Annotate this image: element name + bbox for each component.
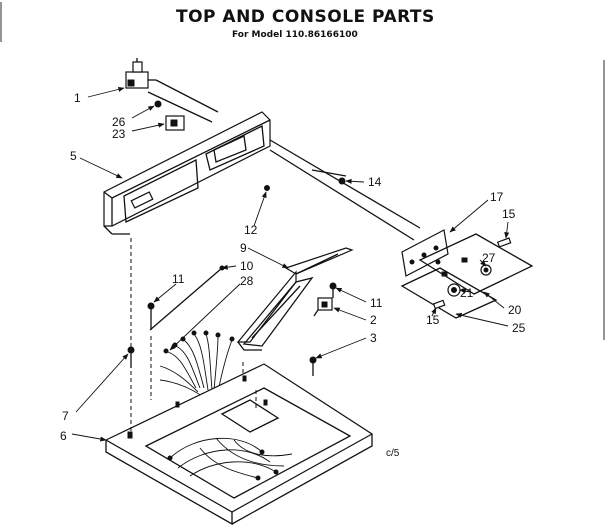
part-26-screw — [154, 100, 162, 108]
label-part-3: 3 — [370, 331, 377, 345]
model-subtitle: For Model 110.86166100 — [232, 30, 358, 40]
part-9-door — [236, 247, 354, 351]
part-17-bracket — [401, 229, 449, 277]
label-part-15-upper: 15 — [502, 207, 516, 221]
rear-rail — [147, 79, 421, 241]
corner-note: c/5 — [386, 448, 400, 459]
part-14-screw — [338, 177, 346, 185]
leader-lines — [71, 86, 510, 442]
diagram-title: TOP AND CONSOLE PARTS — [176, 7, 435, 27]
part-15-screw-lower — [432, 299, 446, 310]
label-part-28: 28 — [240, 274, 254, 288]
label-part-20: 20 — [508, 303, 522, 317]
label-part-25: 25 — [512, 321, 526, 335]
label-part-23: 23 — [112, 127, 126, 141]
label-part-9: 9 — [240, 241, 247, 255]
part-1-switch — [125, 58, 156, 89]
label-part-14: 14 — [368, 175, 382, 189]
part-10-rod — [149, 265, 225, 331]
label-part-21: 21 — [460, 286, 474, 300]
label-part-27: 27 — [482, 251, 496, 265]
part-15-screw-upper — [496, 237, 512, 248]
part-2-clip — [313, 297, 333, 317]
label-part-11-right: 11 — [370, 296, 383, 310]
part-11-screw-left — [147, 302, 155, 330]
label-part-26: 26 — [112, 115, 126, 129]
label-part-5: 5 — [70, 149, 77, 163]
part-6-top-panel — [104, 363, 374, 526]
label-part-11-left: 11 — [172, 272, 185, 286]
part-3-screw — [309, 356, 317, 376]
label-part-12: 12 — [244, 223, 258, 237]
label-part-10: 10 — [240, 259, 254, 273]
part-12-screw — [264, 185, 270, 191]
part-11-screw-right — [329, 282, 337, 298]
label-part-7: 7 — [62, 409, 69, 423]
part-5-console-panel — [103, 111, 271, 235]
part-number-labels: 1 26 23 5 14 17 15 12 9 10 11 28 27 21 1… — [60, 91, 526, 459]
part-23-bracket — [165, 115, 185, 131]
label-part-15-lower: 15 — [426, 313, 440, 327]
label-part-17: 17 — [490, 190, 504, 204]
label-part-2: 2 — [370, 313, 377, 327]
label-part-6: 6 — [60, 429, 67, 443]
label-part-1: 1 — [74, 91, 81, 105]
